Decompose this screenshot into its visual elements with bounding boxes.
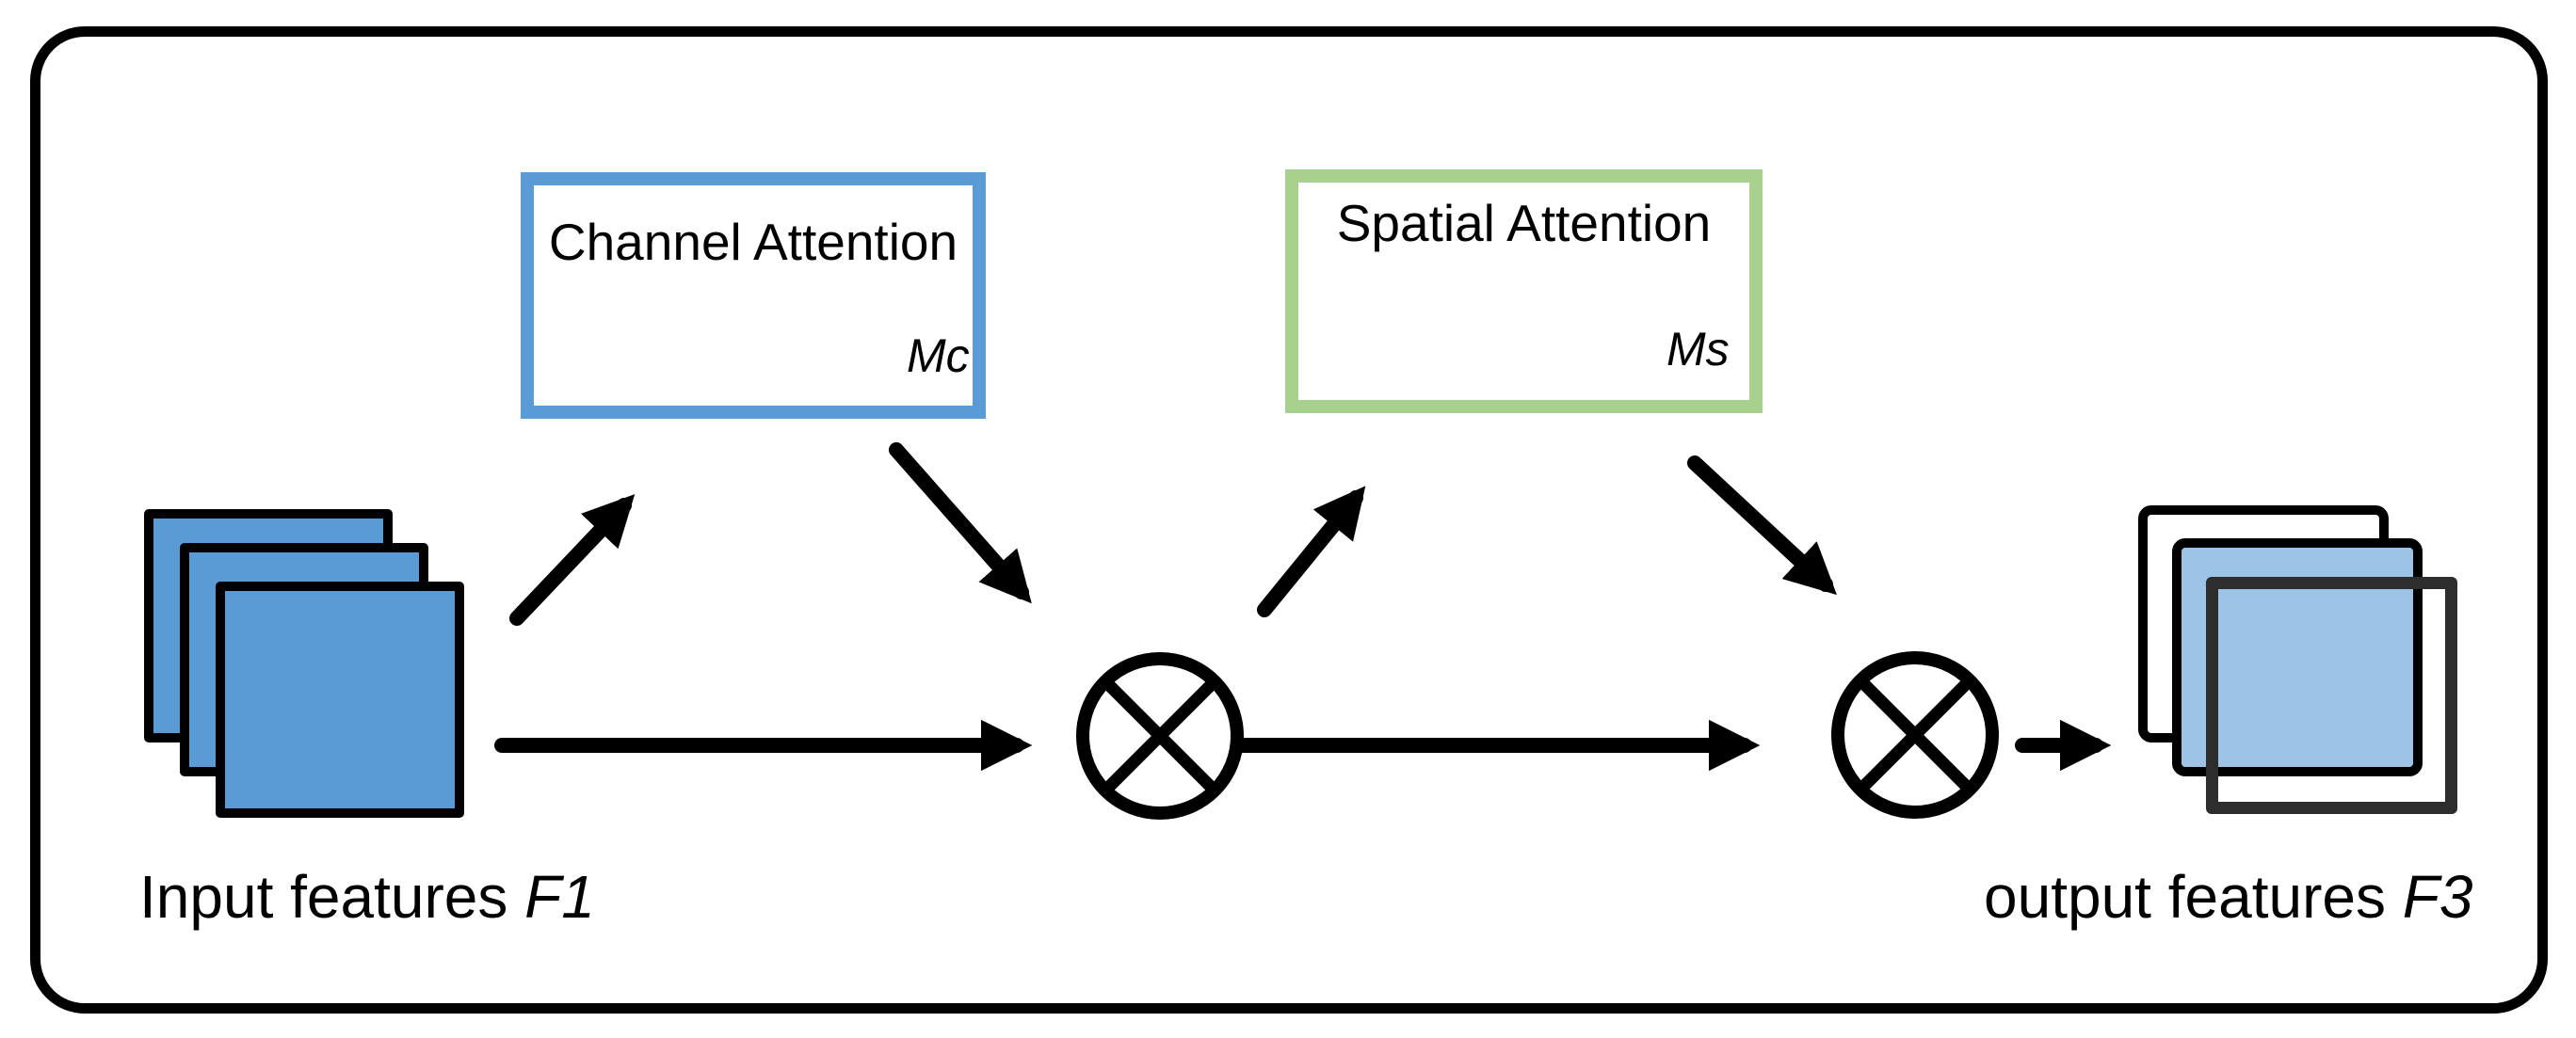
input-square-front [216,582,464,818]
multiply-circle-2-icon [1831,651,1999,819]
multiply-circle-1-icon [1076,652,1244,820]
output-features-label: output features F3 [1984,867,2472,927]
output-label-text: output features [1984,863,2386,931]
arrow-group [494,442,2112,772]
channel-attention-box: Channel Attention [521,172,986,419]
spatial-map-symbol: Ms [1666,323,1730,375]
spatial-attention-box: Spatial Attention [1285,169,1763,413]
spatial-attention-title: Spatial Attention [1336,194,1712,252]
input-features-label: Input features F1 [139,867,595,927]
arrow-input-to-channel [509,494,636,626]
arrow-multiply1-to-spatial [1257,486,1366,617]
arrow-channel-to-multiply1 [889,442,1032,604]
channel-map-symbol: Mc [907,329,970,382]
arrow-spatial-to-multiply2 [1687,455,1837,596]
input-f1-symbol: F1 [524,863,595,931]
output-square-front [2206,577,2457,814]
diagram-outer-frame [30,26,2548,1014]
input-label-text: Input features [139,863,508,931]
output-f3-symbol: F3 [2402,863,2473,931]
channel-attention-title: Channel Attention [548,213,958,271]
